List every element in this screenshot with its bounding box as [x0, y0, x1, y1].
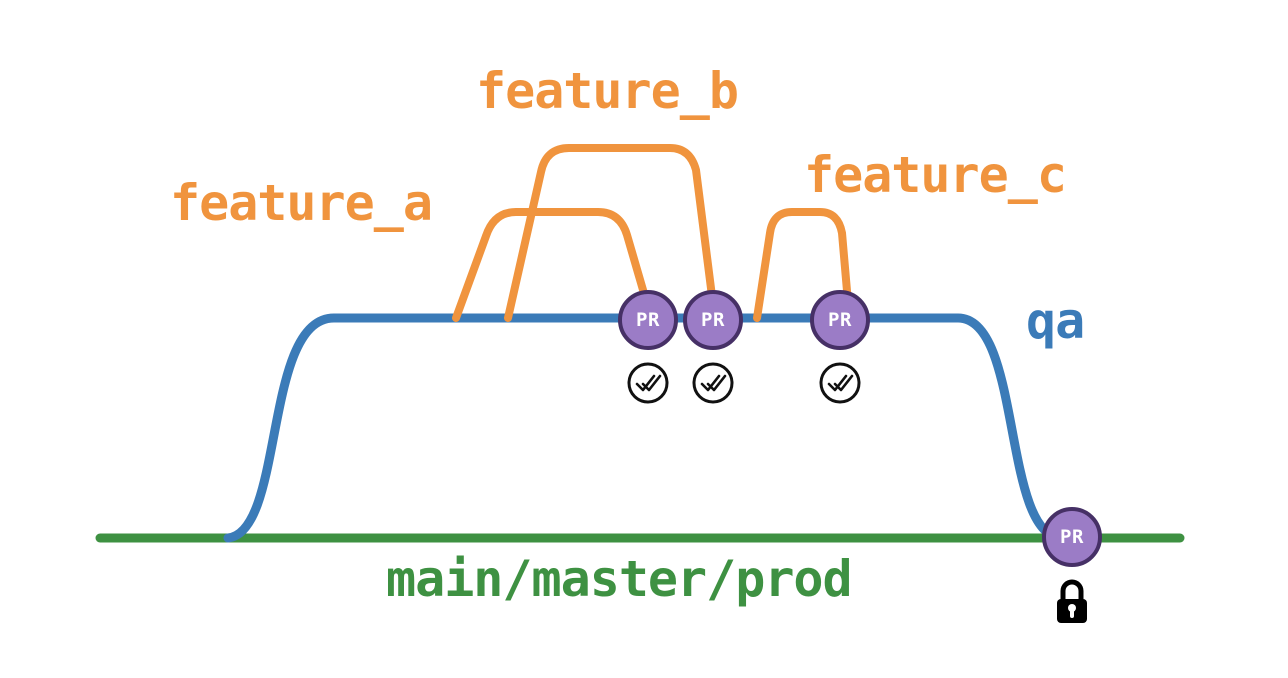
feature-a-label: feature_a [170, 174, 433, 232]
feature-c-label: feature_c [804, 146, 1067, 204]
double-check-icon [819, 362, 861, 404]
feature-b-branch-line [504, 144, 718, 322]
feature-b-label: feature_b [476, 62, 739, 120]
double-check-icon [627, 362, 669, 404]
pr-badge-qa-to-main: PR [1042, 507, 1102, 567]
pr-badge-feature-c: PR [810, 290, 870, 350]
feature-a-branch-line [452, 208, 654, 322]
pr-badge-feature-b: PR [683, 290, 743, 350]
double-check-icon [692, 362, 734, 404]
qa-label: qa [1026, 292, 1085, 350]
lock-icon [1057, 579, 1087, 623]
pr-badge-feature-a: PR [618, 290, 678, 350]
main-branch-label: main/master/prod [386, 550, 853, 608]
qa-branch-line [223, 313, 1065, 543]
feature-c-branch-line [753, 208, 853, 322]
